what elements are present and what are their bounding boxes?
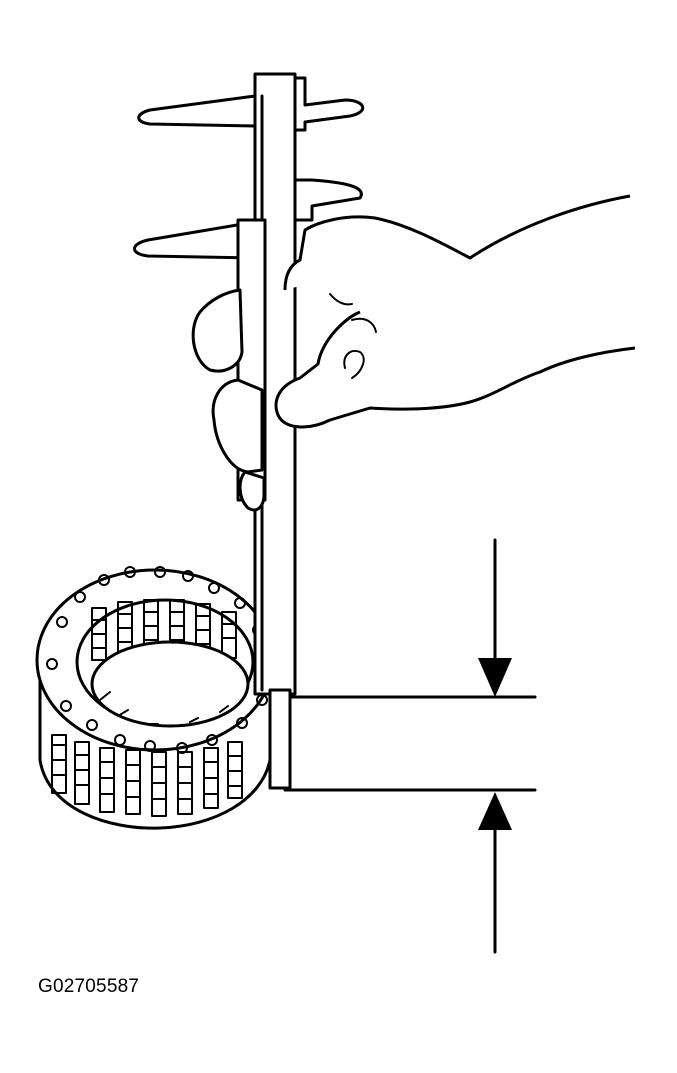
arrow-up-icon <box>478 792 512 830</box>
roller-bearing-assembly <box>35 566 275 830</box>
arrow-down-icon <box>478 658 512 697</box>
ring-holes <box>46 566 268 754</box>
hand <box>191 194 636 512</box>
figure-id-label: G02705587 <box>38 976 140 997</box>
measurement-dimension <box>283 538 537 954</box>
bearing-springs <box>51 734 243 817</box>
